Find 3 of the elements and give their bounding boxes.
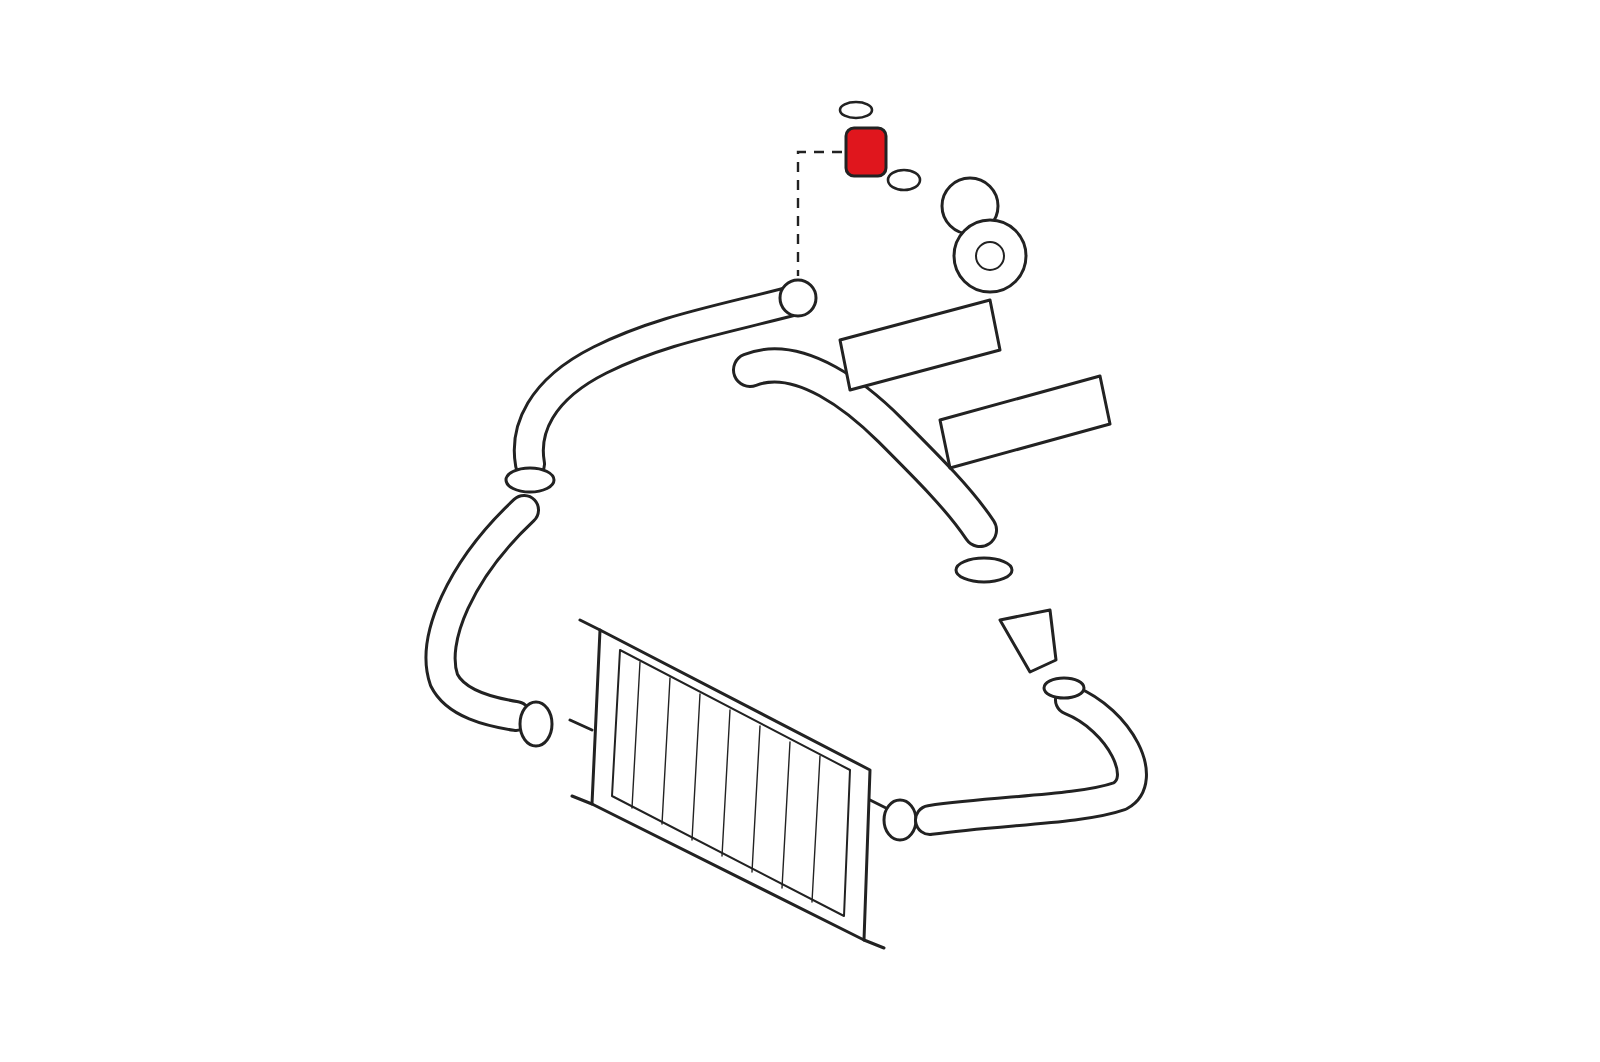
hose-part-box: [842, 124, 890, 180]
hose-end-circle: [776, 276, 820, 320]
leader-line: [796, 150, 842, 276]
